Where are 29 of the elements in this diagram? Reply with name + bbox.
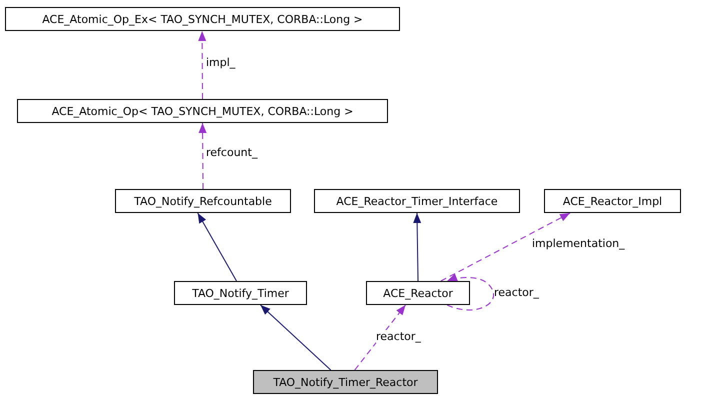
class-box <box>174 281 307 305</box>
class-name: ACE_Reactor_Impl <box>562 194 662 208</box>
class-box <box>253 370 438 394</box>
class-name: TAO_Notify_Timer <box>192 286 289 300</box>
class-name: TAO_Notify_Timer_Reactor <box>273 376 418 388</box>
edge-label: impl_ <box>206 56 236 69</box>
class-name: ACE_Atomic_Op_Ex< TAO_SYNCH_MUTEX, CORBA::Long > <box>42 12 363 26</box>
class-box <box>544 189 681 213</box>
arrow <box>198 30 206 100</box>
arrow <box>197 212 237 282</box>
class-box <box>17 99 388 123</box>
class-box <box>366 281 470 305</box>
class-name: ACE_Reactor_Timer_Interface <box>336 194 498 208</box>
class-box <box>314 189 520 213</box>
edge-label: reactor_ <box>376 330 421 343</box>
class-name: TAO_Notify_Refcountable <box>134 194 272 208</box>
edge-label: reactor_ <box>494 286 539 299</box>
edge-label: refcount_ <box>206 146 258 159</box>
arrow <box>354 304 406 370</box>
edge-label: implementation_ <box>532 237 625 250</box>
arrow <box>446 274 494 310</box>
arrow <box>440 212 571 282</box>
arrow <box>198 122 207 190</box>
class-box <box>5 7 400 31</box>
class-name: ACE_Reactor <box>383 286 453 300</box>
class-name: ACE_Atomic_Op< TAO_SYNCH_MUTEX, CORBA::Long > <box>52 104 354 118</box>
arrow <box>260 304 332 370</box>
arrow <box>413 212 422 282</box>
class-box <box>115 189 291 213</box>
